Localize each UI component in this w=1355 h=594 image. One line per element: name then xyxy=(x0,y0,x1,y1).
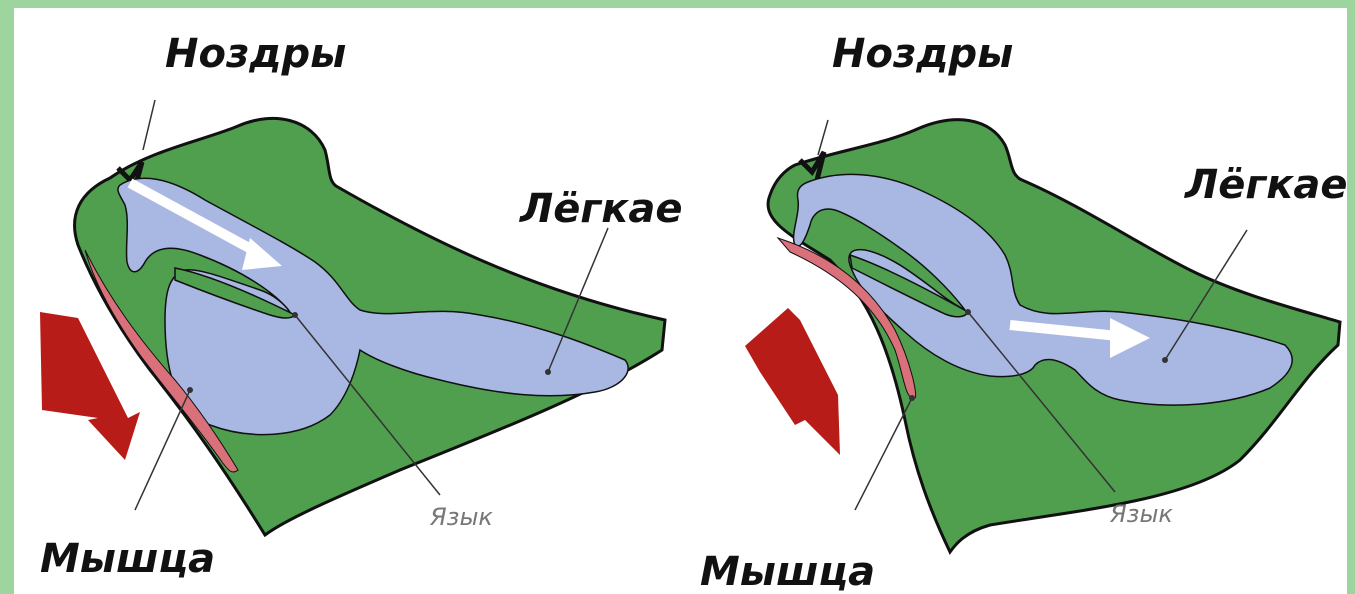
left-label-muscle: Мышца xyxy=(40,536,215,582)
left-muscle-dot xyxy=(187,387,193,393)
right-label-lungs: Лёгкае xyxy=(1184,162,1348,208)
left-lungs-dot xyxy=(545,369,551,375)
right-lungs-dot xyxy=(1162,357,1168,363)
right-label-muscle: Мышца xyxy=(700,549,875,594)
right-label-nostrils: Ноздры xyxy=(832,31,1013,77)
left-tongue-dot xyxy=(292,312,298,318)
right-muscle-dot xyxy=(909,395,915,401)
left-label-tongue: Язык xyxy=(429,503,493,531)
left-label-lungs: Лёгкае xyxy=(519,186,683,232)
left-label-nostrils: Ноздры xyxy=(165,31,346,77)
right-label-tongue: Язык xyxy=(1109,500,1173,528)
right-tongue-dot xyxy=(965,309,971,315)
